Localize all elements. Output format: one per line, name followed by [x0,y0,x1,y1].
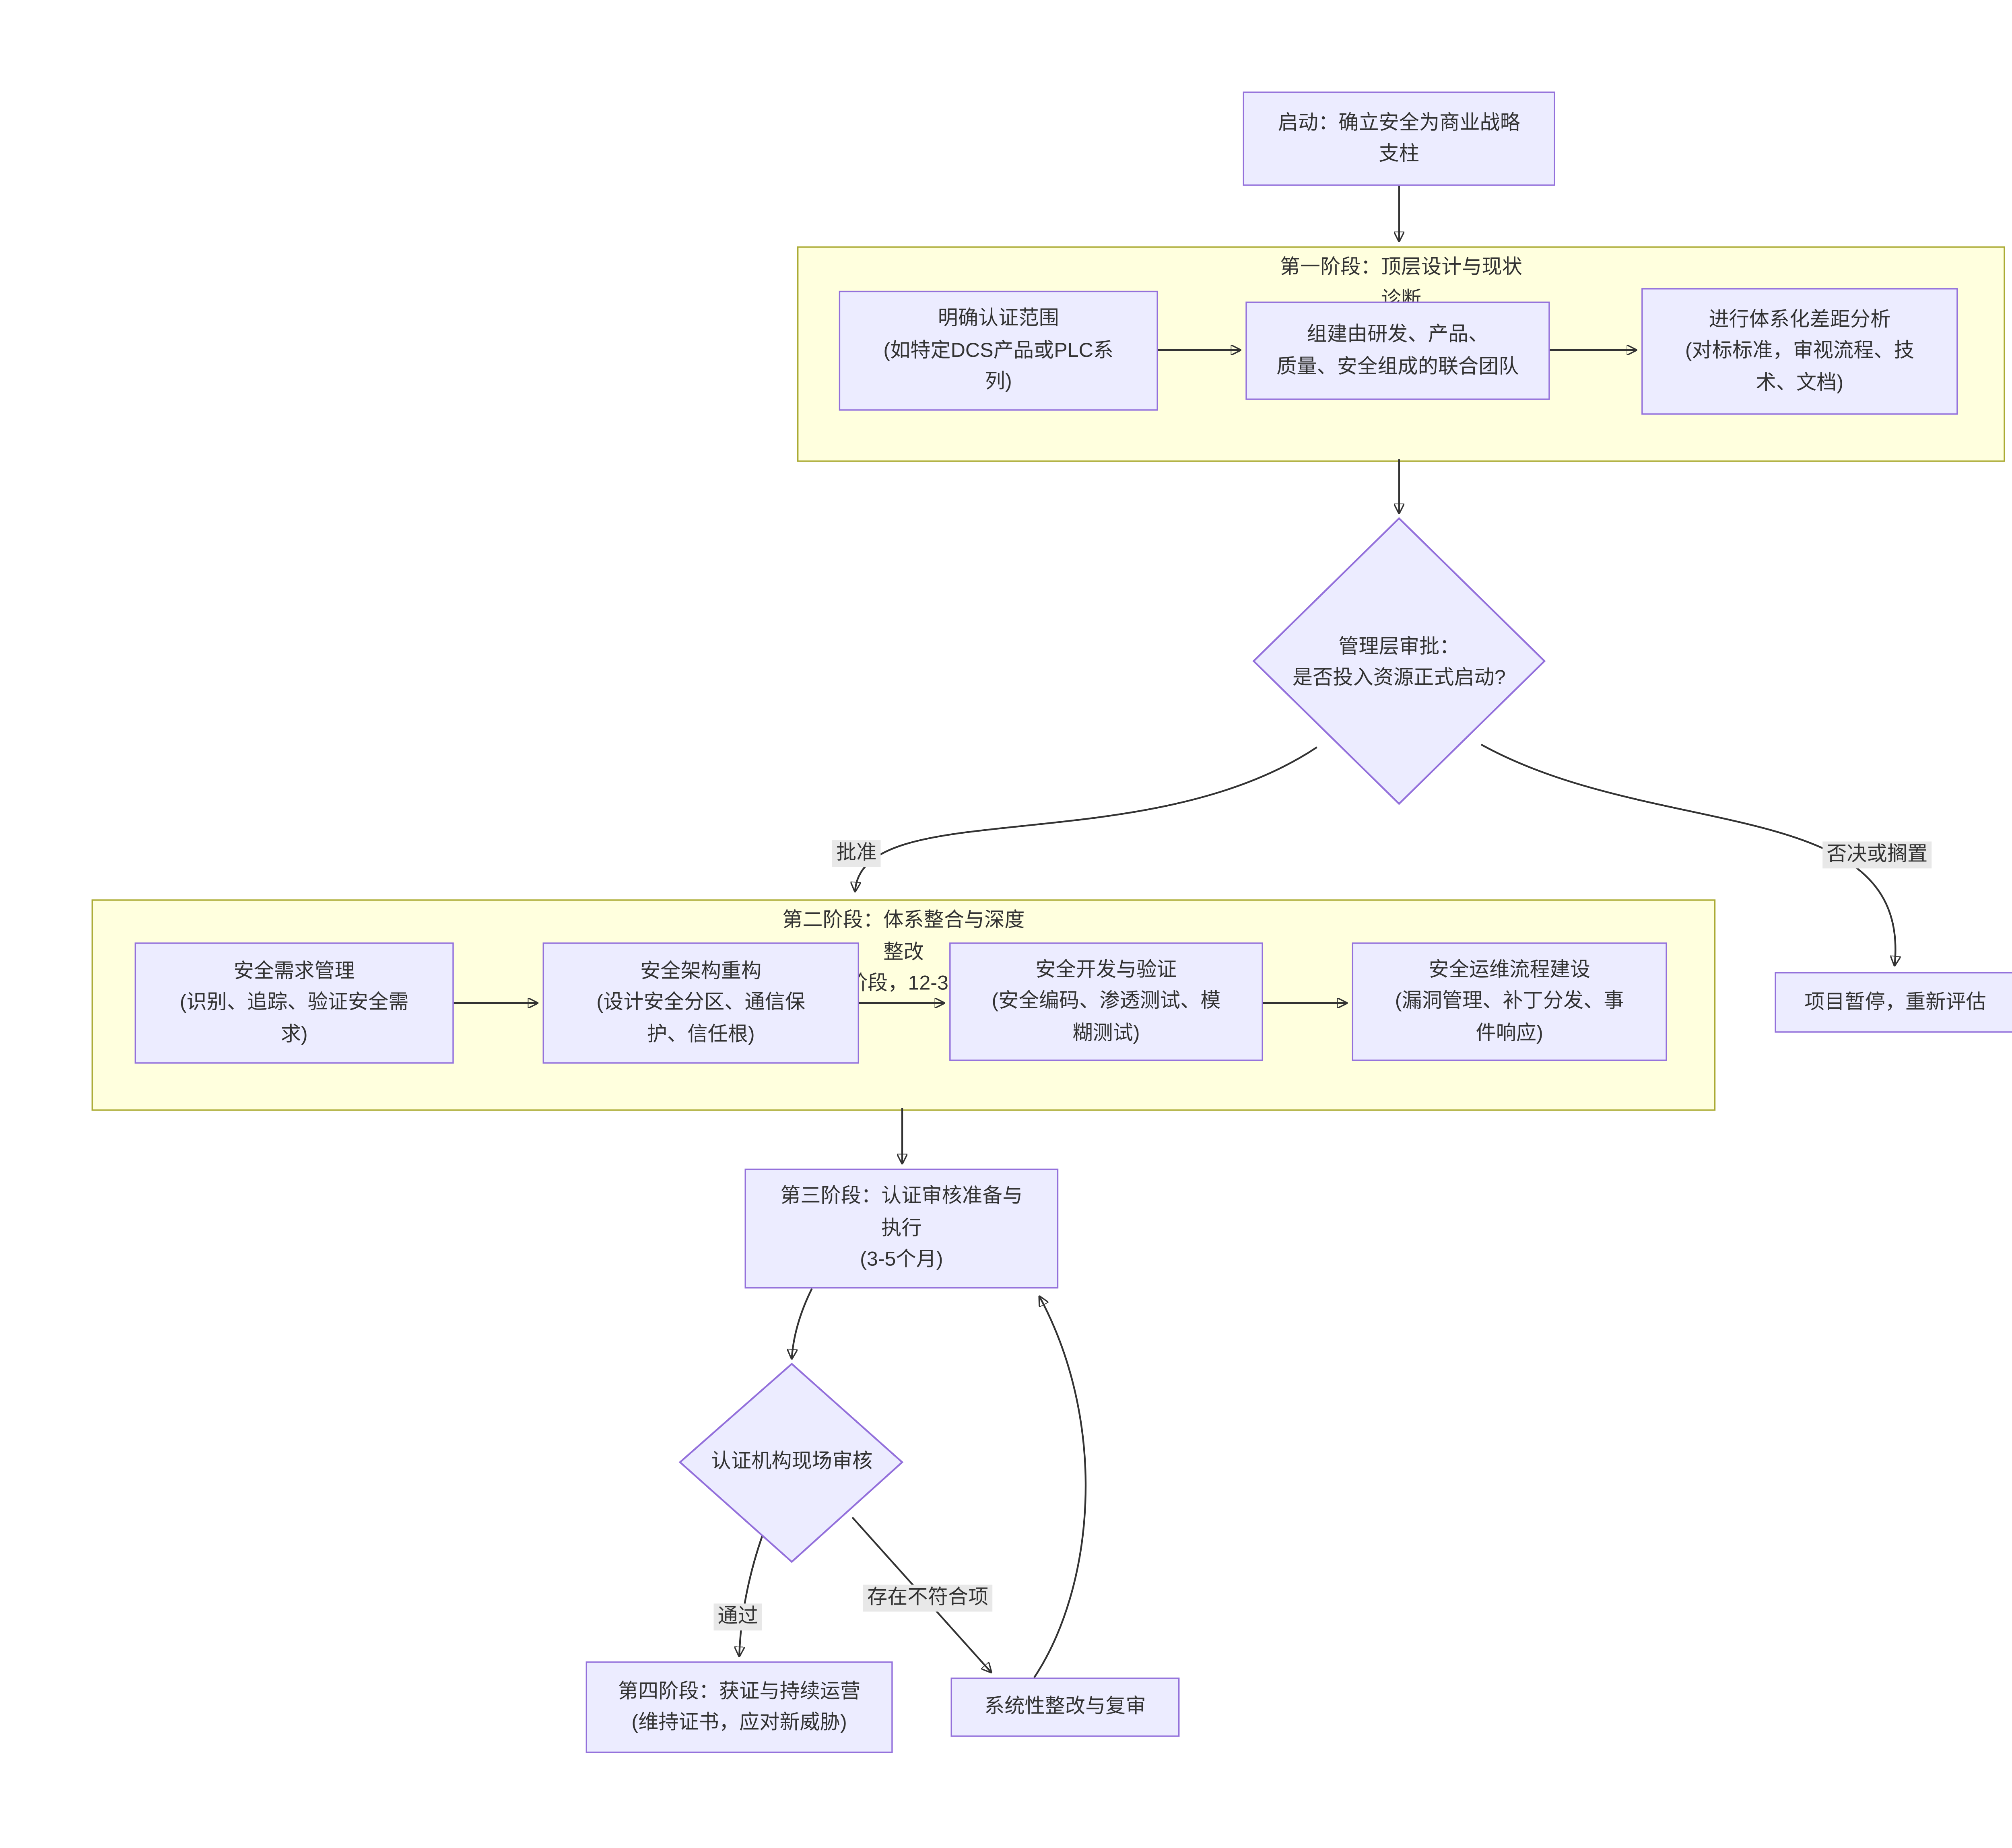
node-gap-analysis: 进行体系化差距分析 (对标标准，审视流程、技 术、文档) [1641,288,1958,415]
decision-management-approval-shape [1252,517,1546,805]
edge-audit-to-phase4 [739,1536,763,1656]
node-security-architecture: 安全架构重构 (设计安全分区、通信保 护、信任根) [542,942,859,1064]
node-systematic-rectification: 系统性整改与复审 [950,1677,1180,1737]
node-start: 启动：确立安全为商业战略 支柱 [1243,91,1555,186]
decision-onsite-audit-label: 认证机构现场审核 [711,1450,873,1473]
edge-phase3-to-audit [792,1288,813,1358]
edge-label-reject: 否决或搁置 [1822,841,1932,869]
node-phase4-operation: 第四阶段：获证与持续运营 (维持证书，应对新威胁) [585,1661,893,1753]
node-secure-development: 安全开发与验证 (安全编码、渗透测试、模 糊测试) [949,942,1263,1061]
node-security-requirements: 安全需求管理 (识别、追踪、验证安全需 求) [134,942,454,1064]
edge-label-nonconformity: 存在不符合项 [863,1584,993,1612]
node-joint-team: 组建由研发、产品、 质量、安全组成的联合团队 [1245,301,1550,400]
node-security-operations: 安全运维流程建设 (漏洞管理、补丁分发、事 件响应) [1352,942,1667,1061]
node-certification-scope: 明确认证范围 (如特定DCS产品或PLC系 列) [839,290,1158,411]
decision-onsite-audit-shape [678,1362,904,1563]
edge-rework-to-phase3 [1033,1296,1087,1678]
decision-management-approval-label: 管理层审批： 是否投入资源正式启动? [1292,635,1506,690]
edge-label-pass: 通过 [713,1603,763,1631]
edge-label-approve: 批准 [832,840,881,867]
node-phase3-audit-prep: 第三阶段：认证审核准备与 执行 (3-5个月) [744,1168,1059,1289]
node-project-pause: 项目暂停，重新评估 [1775,972,2012,1033]
edge-approval-to-pause [1480,744,1895,966]
edge-approval-to-phase2 [855,746,1317,891]
